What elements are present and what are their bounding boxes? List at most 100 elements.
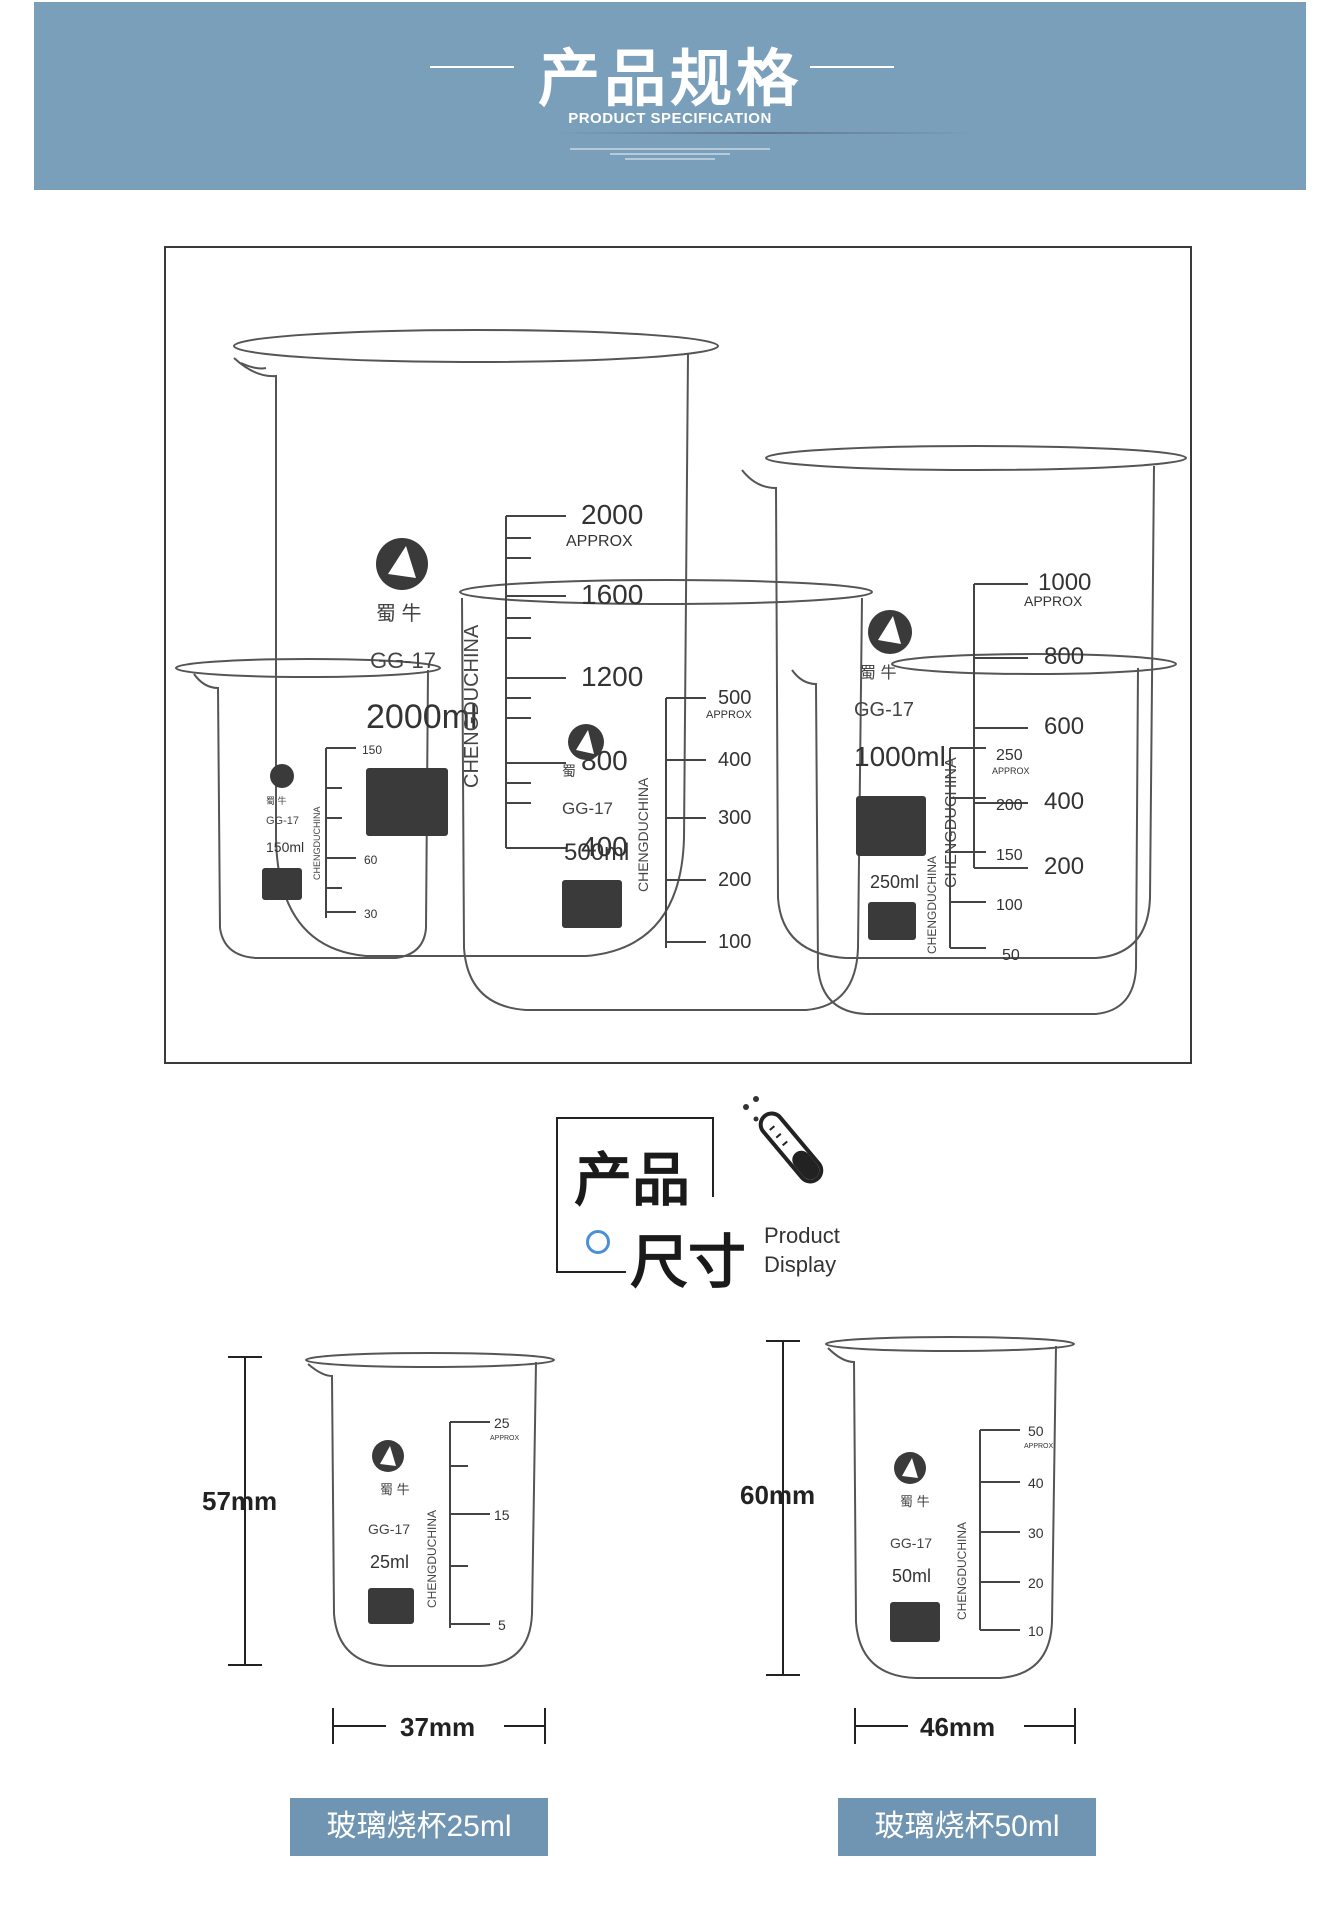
beaker-1000ml [741, 445, 1187, 959]
brand-50: 蜀 牛 [900, 1494, 930, 1509]
beaker-group-photo: 2000 1600 1200 800 400 APPROX 1000 800 6… [164, 246, 1192, 1064]
product-label-50ml: 玻璃烧杯50ml [838, 1798, 1096, 1856]
height-bar-line [782, 1340, 784, 1676]
marking-patch-150 [262, 868, 302, 900]
scale-50-0: 50 [1028, 1423, 1044, 1439]
width-bar-line-right [504, 1725, 544, 1727]
brand-2000: 蜀 牛 [376, 602, 422, 625]
country-50: CHENGDUCHINA [955, 1522, 969, 1620]
width-dimension: 46mm [920, 1712, 996, 1742]
model-150: GG-17 [266, 815, 299, 827]
country-2000: CHENGDUCHINA [461, 624, 483, 788]
width-bar-line-left [856, 1725, 908, 1727]
capacity-150: 150ml [266, 839, 304, 855]
scale-250-4: 50 [1002, 947, 1020, 964]
model-1000: GG-17 [854, 699, 914, 721]
model-2000: GG-17 [370, 648, 436, 673]
beaker-500ml [459, 579, 873, 1011]
capacity-25: 25ml [370, 1552, 409, 1572]
heading-en-line2: Display [764, 1252, 837, 1277]
product-label-25ml: 玻璃烧杯25ml [290, 1798, 548, 1856]
approx-250: APPROX [992, 766, 1030, 776]
section-heading-product-size: 产品 尺寸 Product Display [556, 1095, 856, 1295]
heading-frame-right [712, 1117, 714, 1197]
country-250: CHENGDUCHINA [925, 856, 939, 954]
width-dimension: 37mm [400, 1712, 476, 1742]
product-card-50ml: 60mm 50 APPROX 40 30 20 10 蜀 牛 GG-17 50m… [670, 1320, 1340, 1880]
marking-patch-250 [868, 902, 916, 940]
banner-title: 产品规格 [537, 45, 802, 114]
scale-250-0: 250 [996, 747, 1023, 764]
heading-frame-top [556, 1117, 714, 1119]
scale-250-3: 100 [996, 897, 1023, 914]
bullet-circle-icon [586, 1230, 610, 1254]
heading-char-size: 尺寸 [630, 1230, 747, 1295]
scale-50-1: 40 [1028, 1475, 1044, 1491]
brand-500: 蜀 [562, 763, 576, 779]
scale-150-2: 30 [364, 907, 378, 921]
capacity-500: 500ml [564, 839, 629, 866]
scale-250-1: 200 [996, 797, 1023, 814]
scale-50-4: 10 [1028, 1623, 1044, 1639]
banner-rule [554, 132, 974, 134]
scale-50-2: 30 [1028, 1525, 1044, 1541]
banner-subtitle: PRODUCT SPECIFICATION [568, 110, 772, 127]
banner-divider-right [810, 66, 894, 68]
beaker-150ml [175, 658, 441, 959]
model-25: GG-17 [368, 1521, 410, 1537]
approx-1000: APPROX [1024, 593, 1083, 609]
beaker-250ml [791, 653, 1177, 1015]
scale-250-2: 150 [996, 847, 1023, 864]
width-bar-right [544, 1708, 546, 1744]
beaker-25ml: 25 APPROX 15 5 蜀 牛 GG-17 25ml CHENGDUCHI… [305, 1352, 555, 1667]
beaker-50ml: 50 APPROX 40 30 20 10 蜀 牛 GG-17 50ml CHE… [825, 1336, 1075, 1679]
test-tube-icon [743, 1096, 824, 1184]
width-bar-line-right [1024, 1725, 1074, 1727]
scale-150-0: 150 [362, 743, 382, 757]
banner-divider-left [430, 66, 514, 68]
country-150: CHENGDUCHINA [312, 806, 322, 880]
country-1000: CHENGDUCHINA [943, 757, 960, 888]
country-500: CHENGDUCHINA [635, 777, 651, 892]
brand-1000: 蜀 牛 [860, 664, 896, 682]
model-50: GG-17 [890, 1535, 932, 1551]
beaker-group-illustration: 2000 1600 1200 800 400 APPROX 1000 800 6… [175, 329, 1187, 1015]
scale-1000-1: 800 [1044, 643, 1084, 670]
capacity-250: 250ml [870, 872, 919, 892]
heading-frame-bottom [556, 1271, 626, 1273]
country-25: CHENGDUCHINA [425, 1510, 439, 1608]
spec-banner: 产品规格 PRODUCT SPECIFICATION [34, 2, 1306, 190]
height-dimension: 57mm [202, 1486, 278, 1516]
approx-2000: APPROX [566, 533, 633, 550]
scale-150-1: 60 [364, 853, 378, 867]
scale-1000-2: 600 [1044, 713, 1084, 740]
scale-25-0: 25 [494, 1415, 510, 1431]
scale-500-2: 300 [718, 807, 751, 829]
width-bar-left [332, 1708, 334, 1744]
height-bar-bottom [766, 1674, 800, 1676]
width-bar-left [854, 1708, 856, 1744]
scale-500-1: 400 [718, 749, 751, 771]
brand-logo-150 [270, 764, 294, 788]
height-bar-line [244, 1356, 246, 1666]
scale-50-3: 20 [1028, 1575, 1044, 1591]
height-dimension: 60mm [740, 1480, 816, 1510]
capacity-2000: 2000ml [366, 698, 478, 736]
marking-patch-500 [562, 880, 622, 928]
capacity-1000: 1000ml [854, 741, 946, 772]
banner-fine-print [34, 148, 1306, 160]
marking-patch-1000 [856, 796, 926, 856]
brand-25: 蜀 牛 [380, 1482, 410, 1497]
scale-500-4: 100 [718, 931, 751, 953]
scale-1000-0: 1000 [1038, 569, 1091, 596]
scale-500-3: 200 [718, 869, 751, 891]
scale-2000-1: 1600 [581, 579, 643, 610]
scale-2000-4: 400 [581, 831, 628, 862]
marking-patch-50 [890, 1602, 940, 1642]
product-card-25ml: 57mm 25 APPROX 15 5 蜀 牛 GG-17 25ml CHENG… [0, 1320, 670, 1880]
marking-patch-25 [368, 1588, 414, 1624]
marking-patch-2000 [366, 768, 448, 836]
heading-char-product: 产品 [574, 1148, 691, 1213]
scale-25-2: 5 [498, 1617, 506, 1633]
scale-25-1: 15 [494, 1507, 510, 1523]
